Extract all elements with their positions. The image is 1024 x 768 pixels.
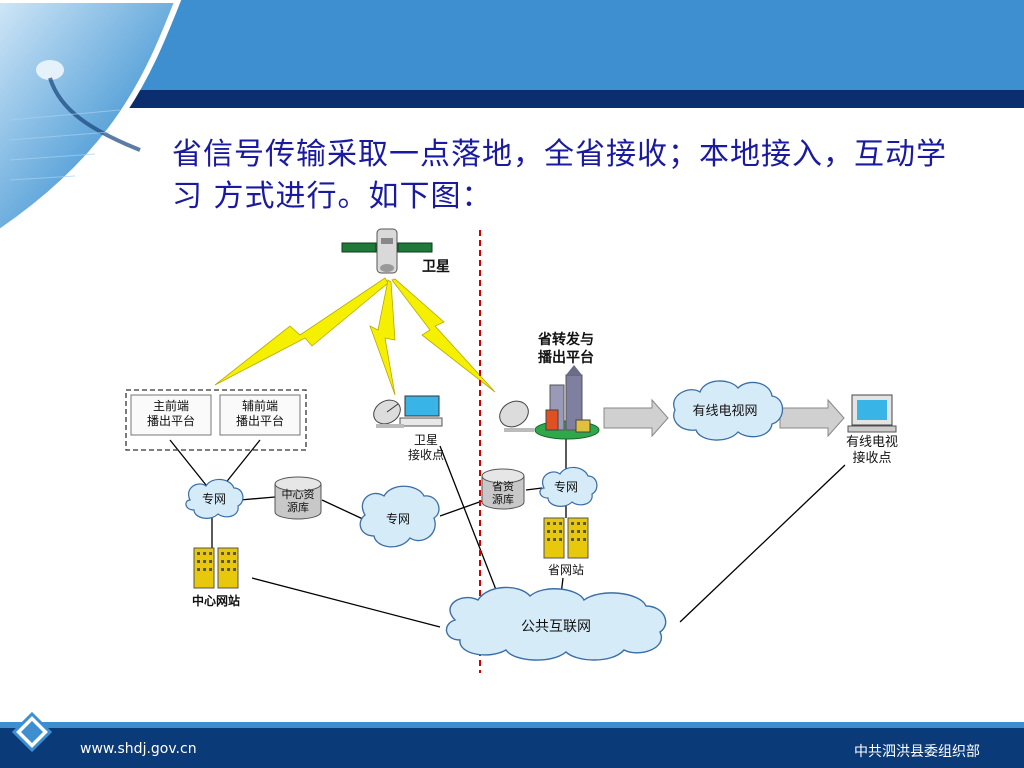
cable-tv-network-label: 有线电视网: [692, 404, 757, 419]
footer-stripe: [0, 722, 1024, 728]
private-net-left-label: 专网: [202, 491, 226, 506]
public-internet-label: 公共互联网: [521, 619, 591, 635]
link-centerdb-to-midnet: [321, 499, 366, 521]
slide-title: 省信号传输采取一点落地，全省接收；本地接入，互动学习 方式进行。如下图：: [172, 137, 947, 214]
arrow-cable-to-receiver: [779, 398, 845, 438]
corner-decoration: [0, 0, 182, 235]
lightning-left: [214, 277, 389, 386]
private-net-right-cloud: [539, 466, 598, 507]
lightning-right: [391, 278, 496, 393]
private-net-middle-label: 专网: [386, 511, 410, 526]
center-website-label: 中心网站: [192, 593, 240, 608]
link-website-to-internet: [251, 577, 441, 628]
private-net-middle-cloud: [359, 485, 440, 548]
footer-org: 中共泗洪县委组织部: [854, 744, 980, 760]
cable-tv-receiver-label: 有线电视接收点: [846, 435, 898, 466]
link-cablerecv-to-internet: [679, 464, 846, 623]
link-provdb-to-provnet: [525, 487, 543, 491]
diamond-icon: [12, 712, 52, 752]
cable-tv-receiver-icon: [847, 394, 897, 433]
cable-tv-cloud: [673, 380, 784, 441]
provincial-website-label: 省网站: [548, 563, 584, 577]
provincial-resource-db-label: 省资源库: [492, 480, 514, 506]
frontend-group-box: [125, 389, 307, 451]
link-midnet-to-provdb: [439, 499, 486, 517]
link-main-to-privnet: [169, 439, 211, 491]
header-dark-strip: [0, 90, 1024, 108]
aux-frontend-box: [219, 394, 301, 436]
aux-frontend-label: 辅前端播出平台: [236, 398, 284, 428]
provincial-platform-label: 省转发与播出平台: [537, 331, 594, 366]
footer-url[interactable]: www.shdj.gov.cn: [80, 741, 197, 757]
provincial-website-icon: [543, 517, 589, 559]
main-frontend-label: 主前端播出平台: [147, 398, 195, 428]
center-resource-db-icon: [274, 476, 322, 520]
satellite-label: 卫星: [422, 259, 450, 275]
private-net-left-cloud: [185, 478, 244, 519]
arrow-platform-to-cable: [603, 398, 669, 438]
private-net-right-label: 专网: [554, 479, 578, 494]
center-resource-db-label: 中心资源库: [282, 488, 315, 514]
center-website-icon: [193, 547, 239, 589]
main-frontend-box: [130, 394, 212, 436]
link-satrecv-to-internet: [439, 445, 501, 601]
lightning-middle: [369, 279, 396, 396]
public-internet-cloud: [445, 586, 667, 661]
network-diagram: 卫星 主前端播出平台 辅前端播出平台 卫星接收点 省转发与播出平台: [125, 228, 898, 673]
satellite-receiver-icon: [373, 395, 443, 428]
satellite-icon: [341, 228, 433, 274]
footer-bar: [0, 728, 1024, 768]
provincial-resource-db-icon: [481, 468, 525, 510]
provincial-platform-icon: [499, 365, 600, 440]
satellite-receiver-label: 卫星接收点: [408, 433, 444, 462]
link-privnet-to-centerdb: [239, 496, 276, 501]
